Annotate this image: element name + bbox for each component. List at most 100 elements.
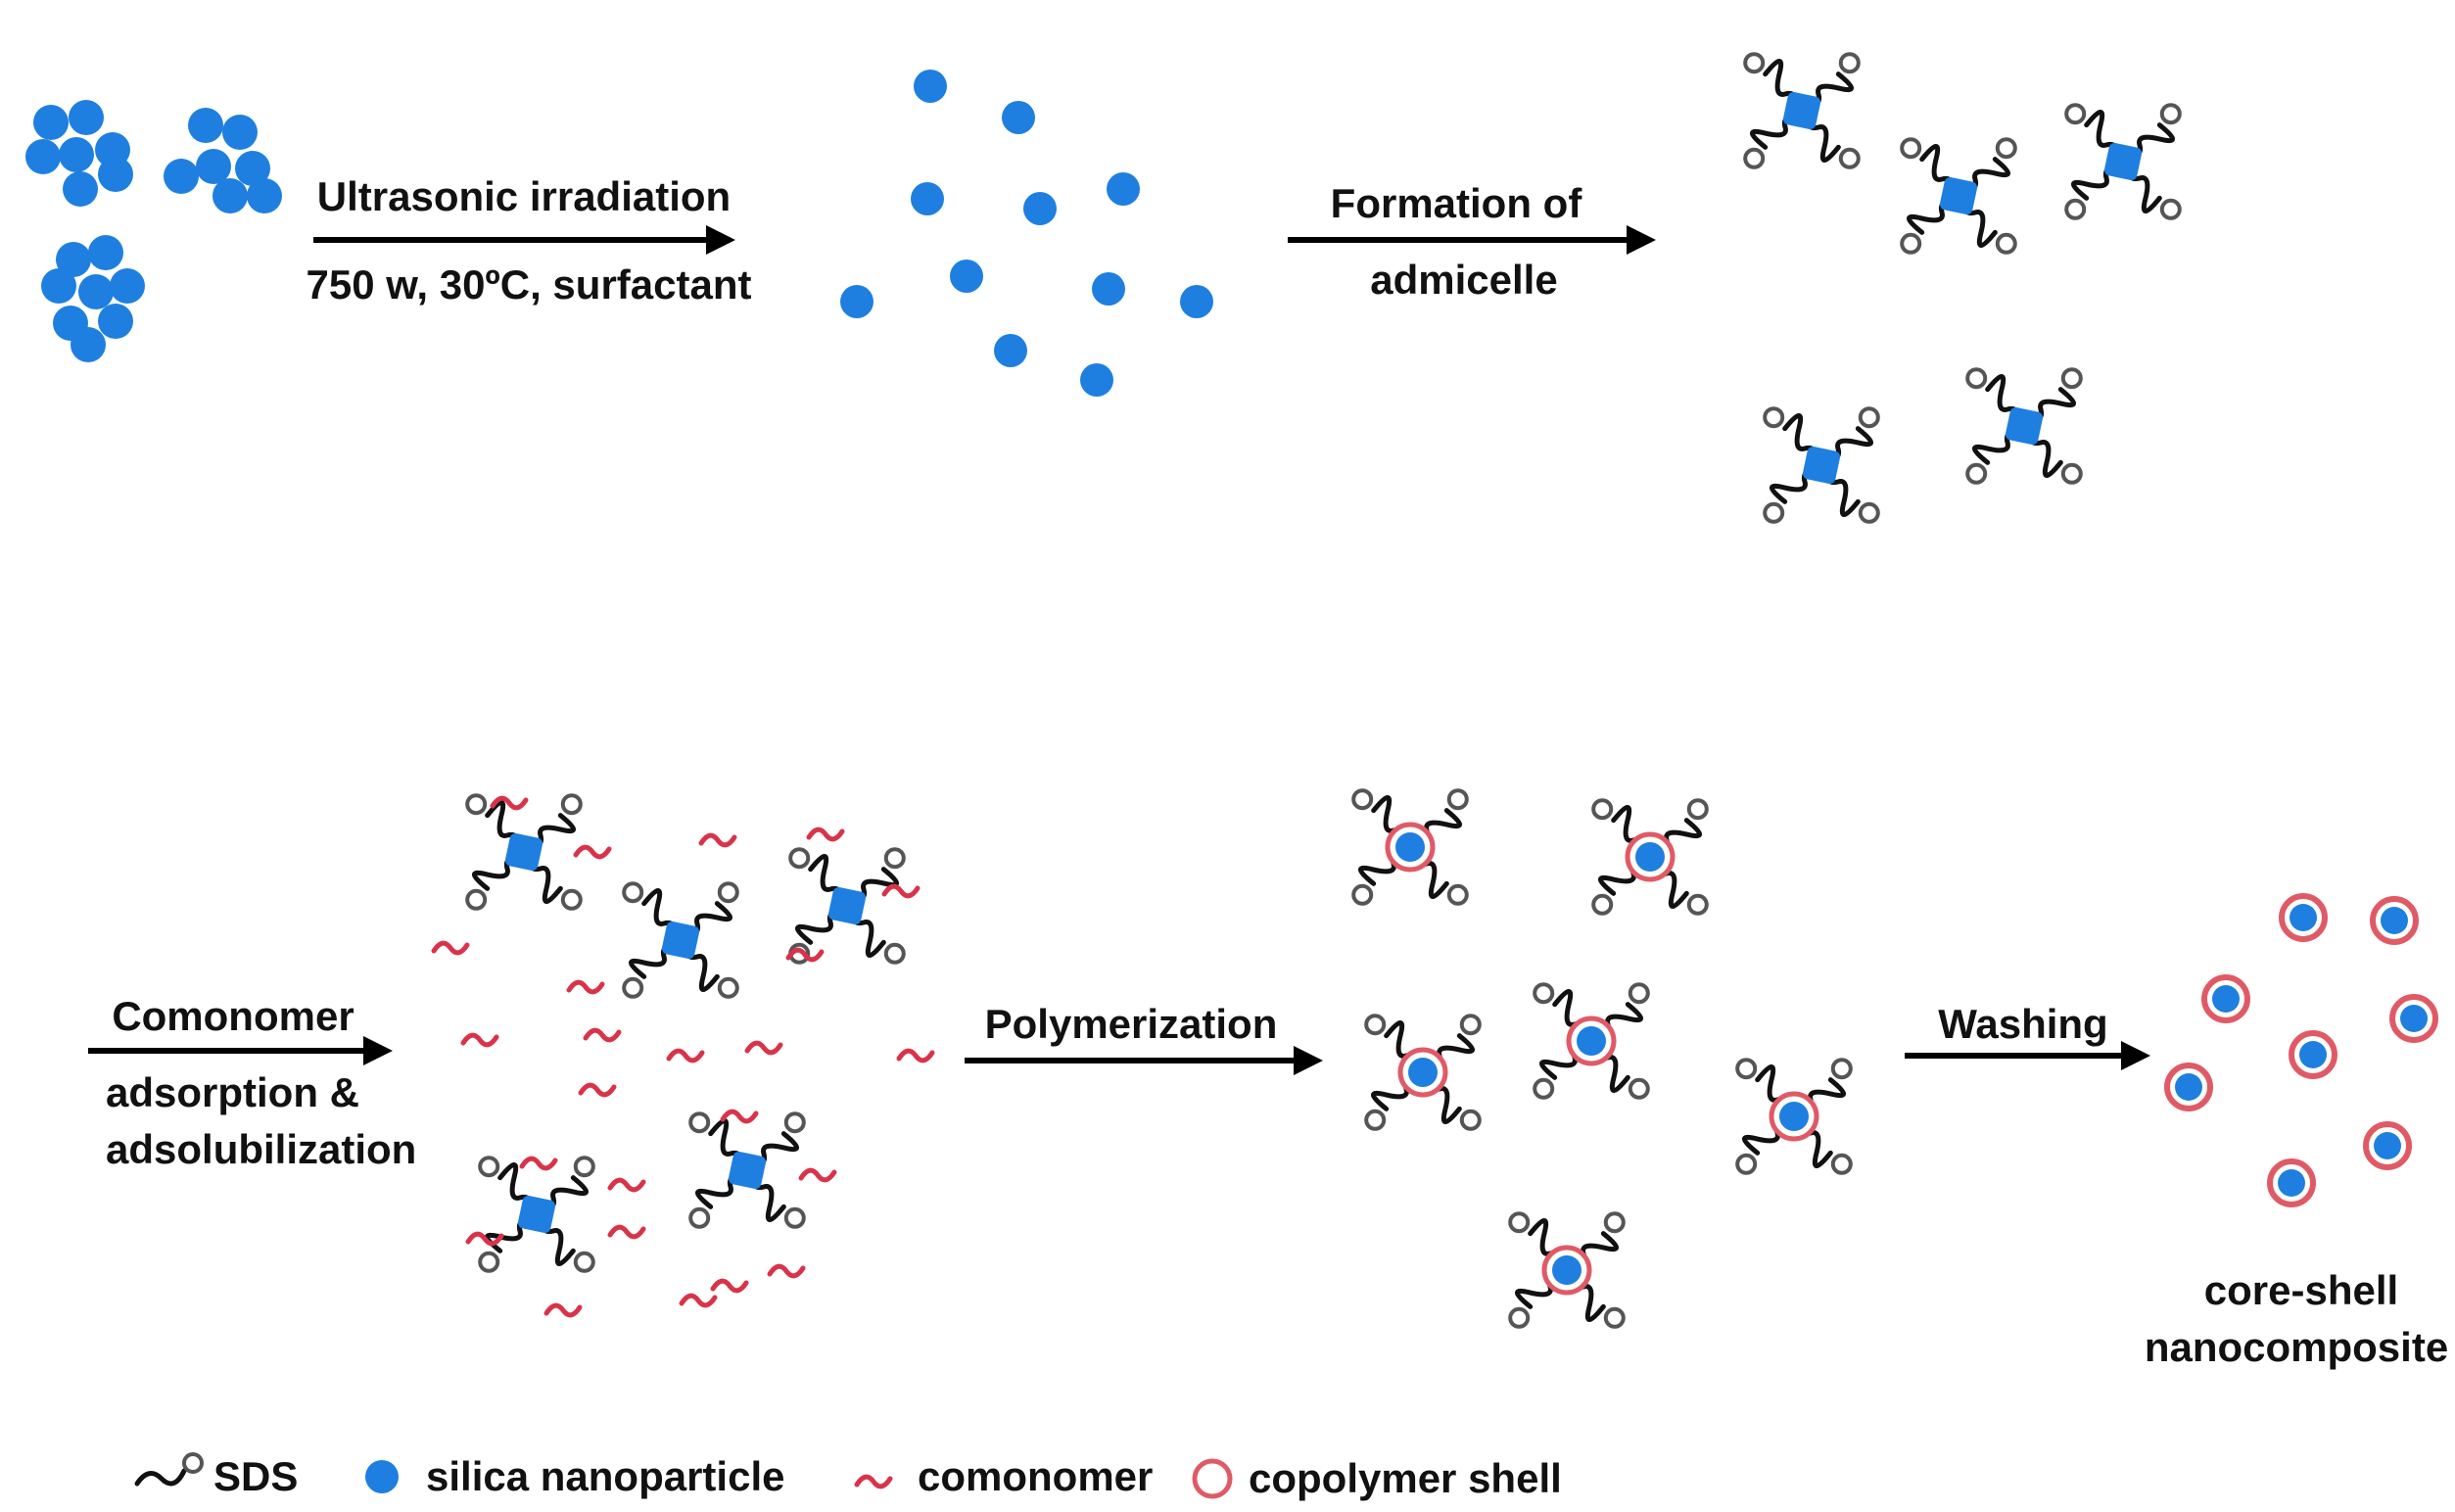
admicelle-label-line2: admicelle: [1370, 257, 1557, 303]
silica-nanoparticle: [840, 285, 873, 318]
sds-legend-icon: [134, 1452, 204, 1487]
sds-headgroup: [478, 1251, 500, 1273]
ultrasonic-label: Ultrasonic irradiation: [317, 173, 731, 219]
comonomer-label-line1: Comonomer: [112, 993, 354, 1039]
sds-headgroup: [1508, 1306, 1531, 1329]
silica-legend-icon: [365, 1460, 399, 1493]
admicelle: [1965, 367, 2083, 485]
sds-headgroup: [688, 1111, 711, 1134]
admicelle: [465, 793, 583, 911]
sds-headgroup: [2159, 198, 2182, 220]
silica-core: [1802, 446, 1841, 485]
ultrasonic-conditions-label: 750 w, 30ºC, surfactant: [307, 261, 752, 307]
admicelle-label-line1: Formation of: [1331, 180, 1583, 226]
comonomer-label-line3: adsolubilization: [106, 1126, 416, 1172]
silica-core: [1782, 91, 1821, 130]
sds-headgroup: [1591, 893, 1614, 916]
silica-core: [504, 832, 543, 872]
silica-core: [827, 886, 867, 925]
silica-nanoparticle: [247, 178, 282, 213]
sds-headgroup: [2159, 103, 2182, 125]
core-shell-particle: [2267, 1158, 2316, 1207]
core-shell-particle: [2289, 1030, 2337, 1079]
silica-nanoparticle: [914, 70, 947, 103]
sds-headgroup: [688, 1206, 711, 1229]
admicelle: [1900, 137, 2017, 255]
silica-core: [1779, 1102, 1809, 1131]
comonomer: [710, 1278, 749, 1294]
sds-headgroup: [2064, 198, 2087, 220]
legend-comonomer-label: comonomer: [918, 1453, 1153, 1499]
silica-nanoparticle: [188, 108, 223, 143]
silica-nanoparticle: [25, 139, 61, 174]
polymerized-admicelle: [1735, 1058, 1853, 1175]
comonomer: [431, 940, 470, 956]
sds-headgroup: [465, 888, 488, 911]
polymerized-admicelle: [1508, 1211, 1626, 1329]
admicelle: [1763, 406, 1880, 524]
sds-headgroup: [1364, 1014, 1387, 1036]
comonomer: [767, 1263, 806, 1279]
comonomer: [578, 1082, 617, 1098]
product-label-line2: nanocomposite: [2145, 1324, 2448, 1370]
core-shell-particle: [2279, 893, 2328, 942]
sds-headgroup: [883, 942, 906, 965]
sds-headgroup: [573, 1156, 595, 1178]
legend: SDS silica nanoparticle comonomer copoly…: [134, 1452, 1562, 1501]
silica-core: [1408, 1058, 1438, 1087]
silica-nanoparticle: [56, 242, 91, 277]
sds-headgroup: [622, 881, 644, 904]
admicelle: [1743, 52, 1861, 169]
silica-nanoparticle: [41, 268, 76, 304]
sds-headgroup: [717, 881, 739, 904]
silica-core: [1635, 842, 1665, 872]
silica-nanoparticle: [1180, 285, 1213, 318]
admicelle: [688, 1111, 806, 1229]
sds-headgroup: [1591, 798, 1614, 821]
comonomer: [566, 979, 605, 995]
polymerized-admicelle: [1591, 798, 1709, 916]
sds-headgroup: [1603, 1211, 1626, 1234]
sds-headgroup: [1364, 1109, 1387, 1131]
sds-headgroup: [1533, 982, 1555, 1005]
sds-tail: [134, 1468, 187, 1487]
polymerized-admicelle: [1351, 788, 1469, 906]
comonomer: [806, 827, 845, 842]
sds-headgroup: [1603, 1306, 1626, 1329]
comonomer: [583, 1027, 622, 1043]
silica-nanoparticle: [88, 235, 123, 270]
silica-nanoparticle: [78, 274, 114, 309]
sds-headgroup: [2060, 462, 2083, 485]
sds-headgroup: [1965, 367, 1988, 390]
sds-headgroup: [1995, 137, 2017, 160]
silica-nanoparticle: [222, 115, 258, 150]
silica-nanoparticle: [98, 157, 133, 192]
silica-core: [517, 1195, 556, 1234]
sds-headgroup: [1965, 462, 1988, 485]
silica-nanoparticle: [69, 100, 104, 135]
sds-headgroup: [1459, 1014, 1482, 1036]
admicelle: [2064, 103, 2182, 220]
polymerized-admicelles: [1351, 788, 1853, 1329]
silica-core: [2299, 1041, 2327, 1068]
sds-headgroup: [883, 847, 906, 870]
silica-nanoparticle: [98, 304, 133, 339]
silica-core: [661, 921, 700, 960]
silica-core: [2290, 904, 2317, 931]
comonomer: [490, 795, 529, 811]
comonomer: [720, 1109, 759, 1124]
comonomer: [607, 1177, 646, 1193]
silica-core: [2381, 907, 2408, 934]
sds-headgroup: [1628, 1077, 1650, 1100]
core-shell-particle: [2389, 994, 2438, 1043]
admicelles-with-comonomer: [431, 793, 935, 1318]
silica-nanoparticle: [59, 137, 94, 172]
silica-core: [1577, 1026, 1606, 1056]
sds-headgroup: [788, 847, 811, 870]
silica-nanoparticle: [164, 159, 199, 194]
comonomer: [573, 844, 612, 860]
silica-nanoparticle: [911, 182, 944, 215]
dispersed-silica-nanoparticles: [840, 70, 1213, 397]
sds-headgroup: [560, 888, 583, 911]
sds-headgroup: [1351, 883, 1374, 906]
